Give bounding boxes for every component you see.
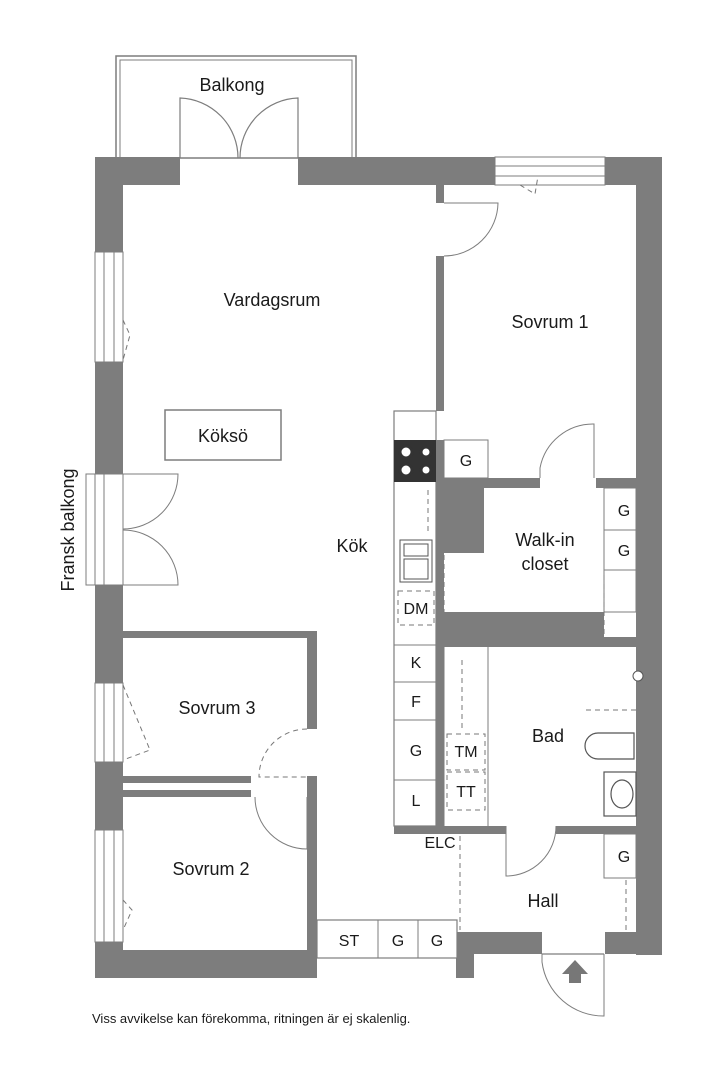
walls (95, 157, 662, 978)
fixture-g-closet-1: G (618, 503, 630, 520)
storage (316, 919, 458, 959)
label-sovrum-2: Sovrum 2 (172, 859, 249, 879)
label-vardagsrum: Vardagsrum (224, 290, 321, 310)
label-kok: Kök (336, 536, 368, 556)
fixture-f: F (411, 694, 421, 711)
fixture-g-kitchen: G (410, 743, 422, 760)
label-closet: closet (521, 554, 568, 574)
fixture-g-sovrum1: G (460, 453, 472, 470)
label-sovrum-1: Sovrum 1 (511, 312, 588, 332)
label-koksoe: Köksö (198, 426, 248, 446)
label-balkong: Balkong (199, 75, 264, 95)
fixture-g-storage-1: G (392, 933, 404, 950)
label-sovrum-3: Sovrum 3 (178, 698, 255, 718)
entrance-arrow-icon (562, 960, 588, 983)
fixture-tt: TT (456, 784, 476, 801)
fixture-l: L (412, 793, 421, 810)
kitchen-island (164, 409, 282, 461)
kitchen-counter (393, 410, 437, 827)
balcony (115, 55, 357, 159)
label-walkin: Walk-in (515, 530, 574, 550)
label-elc: ELC (424, 835, 455, 852)
footer-disclaimer: Viss avvikelse kan förekomma, ritningen … (92, 1011, 410, 1026)
label-bad: Bad (532, 726, 564, 746)
bathroom-fixtures (443, 439, 644, 930)
fixture-g-storage-2: G (431, 933, 443, 950)
fixture-g-closet-2: G (618, 543, 630, 560)
fixture-tm: TM (454, 744, 477, 761)
fixture-k: K (411, 655, 422, 672)
fixture-dm: DM (404, 601, 429, 618)
fixture-st: ST (339, 933, 360, 950)
fixture-g-hall: G (618, 849, 630, 866)
label-hall: Hall (527, 891, 558, 911)
doors (254, 202, 605, 1017)
label-fransk-balkong: Fransk balkong (58, 468, 78, 591)
windows (85, 156, 606, 943)
